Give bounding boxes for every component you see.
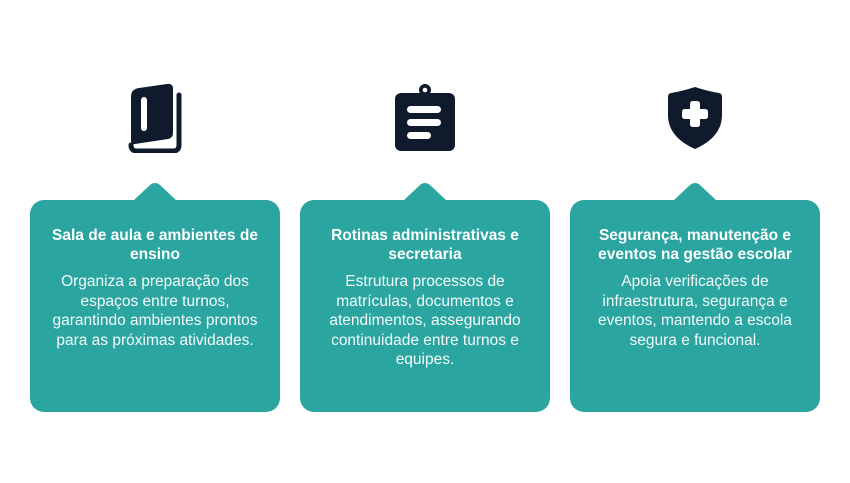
icon-container: [570, 80, 820, 156]
card-title: Segurança, manutenção e eventos na gestã…: [598, 227, 792, 263]
card-title: Sala de aula e ambientes de ensino: [52, 227, 258, 263]
feature-column-classroom: Sala de aula e ambientes de ensino Organ…: [30, 0, 280, 483]
feature-card: Rotinas administrativas e secretaria Est…: [300, 183, 550, 412]
card-description: Apoia verificações de infraestrutura, se…: [598, 273, 792, 349]
card-title: Rotinas administrativas e secretaria: [331, 227, 519, 263]
book-icon: [128, 83, 182, 153]
feature-column-administrative: Rotinas administrativas e secretaria Est…: [300, 0, 550, 483]
card-pointer: [673, 183, 717, 201]
feature-column-safety: Segurança, manutenção e eventos na gestã…: [570, 0, 820, 483]
card-description: Estrutura processos de matrículas, docum…: [329, 273, 521, 368]
card-description: Organiza a preparação dos espaços entre …: [52, 273, 258, 349]
clipboard-icon: [395, 84, 455, 151]
feature-card: Segurança, manutenção e eventos na gestã…: [570, 183, 820, 412]
card-pointer: [133, 183, 177, 201]
feature-card: Sala de aula e ambientes de ensino Organ…: [30, 183, 280, 412]
shield-plus-icon: [668, 87, 722, 149]
icon-container: [300, 80, 550, 156]
card-pointer: [403, 183, 447, 201]
icon-container: [30, 80, 280, 156]
